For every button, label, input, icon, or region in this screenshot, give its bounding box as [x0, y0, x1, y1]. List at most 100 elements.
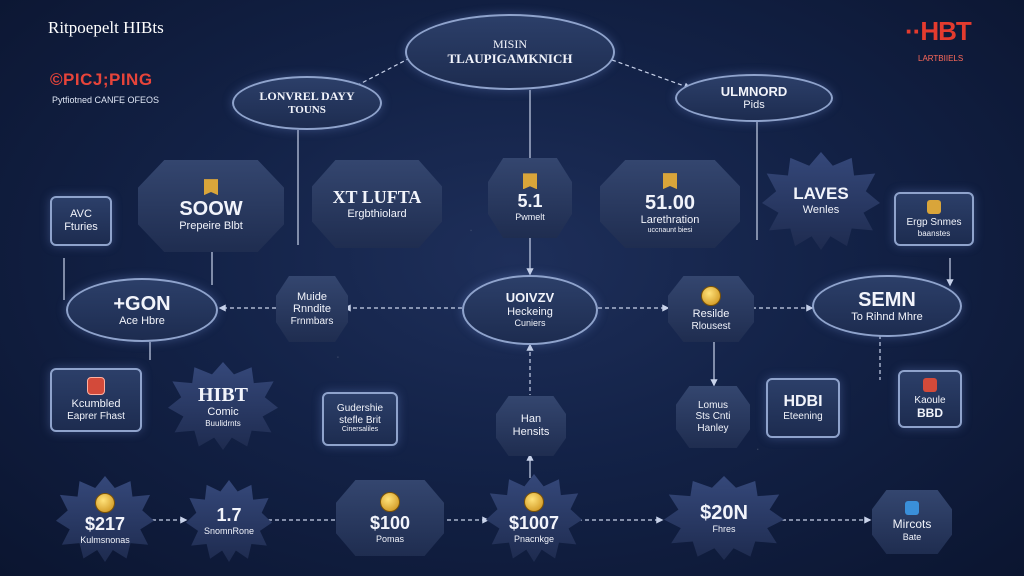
node-gudershie-note: Cinersaliles — [341, 426, 379, 434]
node-han-subtitle: Hensits — [512, 426, 550, 438]
node-p1007-title: $1007 — [508, 512, 560, 533]
ticket-icon — [663, 173, 677, 190]
node-p100[interactable]: $100 Pomas — [336, 480, 444, 556]
node-soow[interactable]: SOOW Prepeire Blbt — [138, 160, 284, 252]
badge-icon — [87, 377, 105, 396]
node-muide-subtitle: Rnndite — [293, 303, 331, 316]
node-xt-lufta-subtitle: Ergbthiolard — [347, 207, 407, 220]
node-center-top[interactable]: MISIN TLAUPIGAMKNICH — [405, 14, 615, 90]
node-gon-subtitle: Ace Hbre — [119, 314, 165, 327]
node-p1007-subtitle: Pnacnkge — [513, 533, 555, 544]
node-muide-note: Frnmbars — [290, 315, 334, 327]
link-center-topright — [611, 59, 692, 90]
node-laves-title: LAVES — [793, 184, 849, 204]
node-kaoule-title: Kaoule — [914, 395, 946, 407]
node-kaoule-subtitle: BBD — [917, 405, 943, 420]
node-muide-title: Muide — [297, 290, 327, 303]
link-center-topleft — [350, 57, 411, 89]
node-semn-title: SEMN — [858, 288, 916, 311]
coin-icon — [95, 492, 115, 513]
node-lomus-note: Hanley — [697, 422, 729, 434]
node-hibt-note: Buulidrnts — [205, 418, 241, 428]
node-hdbd-subtitle: Eteening — [783, 411, 823, 423]
node-p20n-title: $20N — [700, 501, 748, 524]
coin-icon — [701, 285, 721, 306]
ticket-icon — [523, 173, 537, 190]
node-mircots[interactable]: Mircots Bate — [872, 490, 952, 554]
node-resilde[interactable]: Resilde Rlousest — [668, 276, 754, 342]
node-hub[interactable]: UOIVZV Heckeing Cuniers — [462, 275, 598, 345]
brand-logo: ··HBT — [905, 16, 972, 46]
node-hub-title: UOIVZV — [505, 290, 555, 306]
node-mid-51-title: 5.1 — [517, 191, 543, 212]
brand-subtitle: ©PICJ;PING — [50, 70, 153, 89]
node-right-small-title: Ergp Snmes — [906, 217, 962, 229]
node-avc[interactable]: AVC Fturies — [50, 196, 112, 246]
node-right-small[interactable]: Ergp Snmes baanstes — [894, 192, 974, 246]
node-soow-subtitle: Prepeire Blbt — [179, 220, 243, 233]
node-gudershie[interactable]: Gudershie stefle Brit Cinersaliles — [322, 392, 398, 446]
node-kaoule[interactable]: Kaoule BBD — [898, 370, 962, 428]
node-kcumbled-subtitle: Eaprer Fhast — [67, 411, 125, 423]
node-right-small-subtitle: baanstes — [917, 228, 951, 238]
node-avc-subtitle: Fturies — [64, 221, 98, 233]
node-laves-subtitle: Wenles — [802, 204, 840, 217]
node-lomus[interactable]: Lomus Sts Cnti Hanley — [676, 386, 750, 448]
node-top-left-subtitle: TOUNS — [288, 103, 326, 116]
badge-icon — [905, 501, 919, 516]
node-p100-subtitle: Pomas — [375, 533, 404, 544]
node-center-top-subtitle: TLAUPIGAMKNICH — [447, 50, 573, 66]
node-resilde-subtitle: Rlousest — [691, 320, 731, 332]
node-xt-lufta-title: XT LUFTA — [332, 186, 422, 207]
node-kcumbled[interactable]: Kcumbled Eaprer Fhast — [50, 368, 142, 432]
node-p100-title: $100 — [369, 512, 411, 533]
node-xt-lufta[interactable]: XT LUFTA Ergbthiolard — [312, 160, 442, 248]
badge-icon — [923, 378, 937, 393]
node-semn-subtitle: To Rihnd Mhre — [851, 310, 923, 323]
node-avc-title: AVC — [70, 208, 92, 221]
coin-icon — [524, 491, 544, 512]
node-p217-title: $217 — [84, 513, 126, 534]
node-top-right-subtitle: Pids — [743, 98, 765, 111]
node-mid-51[interactable]: 5.1 Pwmelt — [488, 158, 572, 238]
brand-logo-tagline: LARTBIIELS — [918, 54, 964, 63]
node-semn[interactable]: SEMN To Rihnd Mhre — [812, 275, 962, 337]
node-gudershie-title: Gudershie — [336, 403, 384, 415]
node-mid-5100-title: 51.00 — [644, 192, 696, 215]
node-hibt-title: HIBT — [197, 384, 249, 407]
node-gon[interactable]: +GON Ace Hbre — [66, 278, 218, 342]
node-hdbd-title: HDBI — [783, 393, 823, 411]
node-lomus-title: Lomus — [697, 399, 728, 411]
node-mircots-subtitle: Bate — [902, 532, 922, 543]
node-gudershie-subtitle: stefle Brit — [339, 414, 381, 426]
node-p17-title: 1.7 — [216, 504, 242, 525]
node-mircots-title: Mircots — [892, 517, 932, 532]
node-center-top-title: MISIN — [492, 36, 527, 51]
brand-title: Ritpoepelt HIBts — [48, 18, 164, 37]
brand-tagline: Pytfiotned CANFE OFEOS — [52, 95, 160, 105]
node-muide[interactable]: Muide Rnndite Frnmbars — [276, 276, 348, 342]
node-gon-title: +GON — [113, 292, 171, 315]
node-p20n-subtitle: Fhres — [712, 523, 736, 534]
node-mid-5100-note: uccnaunt biesi — [647, 226, 693, 234]
node-soow-title: SOOW — [179, 198, 243, 221]
node-p17-subtitle: SnomnRone — [203, 525, 255, 536]
coin-icon — [380, 491, 400, 512]
node-top-left[interactable]: LONVREL DAYY TOUNS — [232, 76, 382, 130]
node-han[interactable]: Han Hensits — [496, 396, 566, 456]
node-han-title: Han — [520, 413, 542, 426]
node-resilde-title: Resilde — [692, 307, 730, 320]
node-hub-note: Cuniers — [514, 318, 546, 329]
node-hdbd[interactable]: HDBI Eteening — [766, 378, 840, 438]
node-kcumbled-title: Kcumbled — [71, 398, 121, 411]
node-mid-51-subtitle: Pwmelt — [515, 212, 545, 223]
node-top-right[interactable]: ULMNORD Pids — [675, 74, 833, 122]
node-lomus-subtitle: Sts Cnti — [695, 411, 731, 423]
node-mid-5100-subtitle: Larethration — [640, 214, 700, 227]
node-hub-subtitle: Heckeing — [507, 305, 553, 318]
node-p217-subtitle: Kulmsnonas — [80, 534, 130, 545]
ticket-icon — [927, 200, 941, 215]
ticket-icon — [204, 179, 218, 196]
node-mid-5100[interactable]: 51.00 Larethration uccnaunt biesi — [600, 160, 740, 248]
